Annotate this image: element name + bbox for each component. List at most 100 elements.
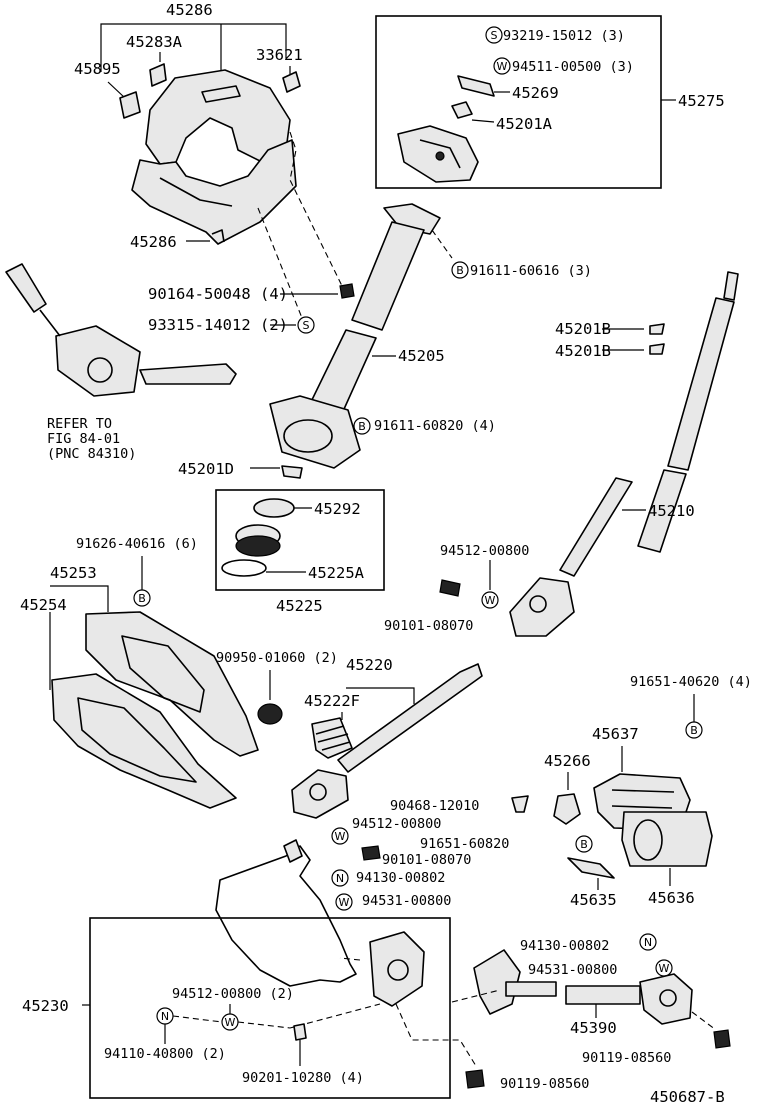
base-bore — [283, 419, 333, 453]
label-45201b-2: 45201B — [555, 342, 611, 360]
dash-91611a — [431, 229, 453, 259]
lower-column-cover — [131, 139, 297, 245]
gear-coupling — [369, 931, 425, 1007]
symbol-w-text: W — [485, 594, 496, 607]
leader-45253 — [50, 585, 109, 612]
symbol-b-text: B — [456, 264, 464, 277]
box-45230 — [89, 917, 451, 1099]
bushing-45266 — [553, 793, 581, 825]
bearing-box: 45292 45225A 45225 — [215, 489, 385, 615]
retainer-45269 — [457, 75, 495, 97]
label-45220: 45220 — [346, 656, 393, 674]
label-45205: 45205 — [398, 347, 445, 365]
bracket-45636 — [621, 811, 713, 867]
shaft-tube — [559, 477, 633, 577]
label-90164: 90164-50048 (4) — [148, 285, 288, 303]
leader-45220 — [346, 687, 415, 704]
symbol-b-text: B — [690, 724, 698, 737]
joint-45390-cross — [659, 989, 677, 1007]
symbol-b-text: B — [138, 592, 146, 605]
label-91611b: 91611-60820 (4) — [374, 418, 496, 434]
plate-group: 91626-40616 (6) B 45253 45254 90950-0106… — [20, 536, 338, 809]
label-94511: 94511-00500 (3) — [512, 59, 634, 75]
bushing-45292 — [253, 498, 295, 518]
joint-cross — [529, 595, 547, 613]
shaft-spline — [723, 271, 739, 301]
plate-45635 — [567, 857, 615, 879]
label-91611a: 91611-60616 (3) — [470, 263, 592, 279]
bolt-90119b — [713, 1029, 731, 1049]
symbol-w-text: W — [335, 830, 346, 843]
symbol-s-text: S — [303, 319, 310, 332]
lock-hole — [435, 151, 445, 161]
label-45636: 45636 — [648, 889, 695, 907]
label-refer-3: (PNC 84310) — [47, 446, 136, 462]
boot-ridges — [315, 725, 351, 751]
lower-shaft-group: 45220 45222F — [291, 656, 483, 819]
symbol-n-text: N — [644, 936, 652, 949]
clip-90468 — [511, 795, 529, 813]
shaft-45390-right — [565, 985, 641, 1005]
label-45254: 45254 — [20, 596, 67, 614]
label-91626: 91626-40616 (6) — [76, 536, 198, 552]
box-45275 — [375, 15, 662, 189]
universal-joint-45220 — [291, 769, 349, 819]
dash-90119 — [395, 1003, 477, 1067]
dash-cover-screw — [289, 131, 345, 291]
bolt-90119a — [465, 1069, 485, 1089]
label-45201b-1: 45201B — [555, 320, 611, 338]
cover-fasteners: 90164-50048 (4) 93315-14012 (2) S — [148, 207, 355, 334]
main-shaft-lower — [637, 469, 687, 553]
cover-edge — [159, 177, 233, 207]
grommet-90950 — [257, 703, 283, 725]
label-45201a: 45201A — [496, 115, 553, 133]
label-94512-b: 94512-00800 — [352, 816, 441, 832]
label-refer-1: REFER TO — [47, 416, 112, 432]
boot-plate-45254-inner — [77, 697, 197, 783]
gear-input — [283, 839, 303, 863]
symbol-n-text: N — [336, 872, 344, 885]
column-tube-group: B 91611-60616 (3) 45205 B 91611-60820 (4… — [178, 203, 592, 479]
symbol-w-94511 — [493, 57, 511, 75]
symbol-b-text: B — [358, 420, 366, 433]
label-45210: 45210 — [648, 502, 695, 520]
leader-45895 — [107, 81, 126, 99]
clip-45201d — [281, 465, 303, 479]
label-90101-b: 90101-08070 — [382, 852, 471, 868]
label-91651-a: 91651-40620 (4) — [630, 674, 752, 690]
boot-plate-45253 — [85, 611, 259, 757]
symbol-b-91611b — [353, 417, 371, 435]
switch-connector — [5, 263, 47, 313]
label-45286-low: 45286 — [130, 233, 177, 251]
column-mount-group: 91651-40620 (4) B 45637 45266 90468-1201… — [331, 674, 752, 911]
symbol-n-94130b — [639, 933, 657, 951]
plate-33621 — [282, 71, 301, 93]
label-45635: 45635 — [570, 891, 617, 909]
shaft-45220 — [337, 663, 483, 773]
label-33621: 33621 — [256, 46, 303, 64]
label-45637: 45637 — [592, 725, 639, 743]
symbol-b-91651b — [575, 835, 593, 853]
main-shaft-upper — [667, 297, 735, 471]
label-45230: 45230 — [22, 997, 69, 1015]
joint-cross-45220 — [309, 783, 327, 801]
universal-joint-45210 — [509, 577, 575, 637]
symbol-w-94512a — [481, 591, 499, 609]
bearing-inner — [235, 535, 281, 557]
symbol-w-94512b — [331, 827, 349, 845]
symbol-n-94130a — [331, 869, 349, 887]
symbol-w-text: W — [339, 896, 350, 909]
label-45266: 45266 — [544, 752, 591, 770]
label-90201: 90201-10280 (4) — [242, 1070, 364, 1086]
symbol-b-91611a — [451, 261, 469, 279]
screw-90164 — [339, 283, 355, 299]
label-90468: 90468-12010 — [390, 798, 479, 814]
dash-coupling — [339, 957, 361, 961]
label-45895: 45895 — [74, 60, 121, 78]
shaft-45390-left — [505, 981, 557, 997]
bracket-45637-detail — [611, 789, 675, 809]
label-45201d: 45201D — [178, 460, 234, 478]
bolt-90201 — [293, 1023, 307, 1041]
label-45225a: 45225A — [308, 564, 365, 582]
